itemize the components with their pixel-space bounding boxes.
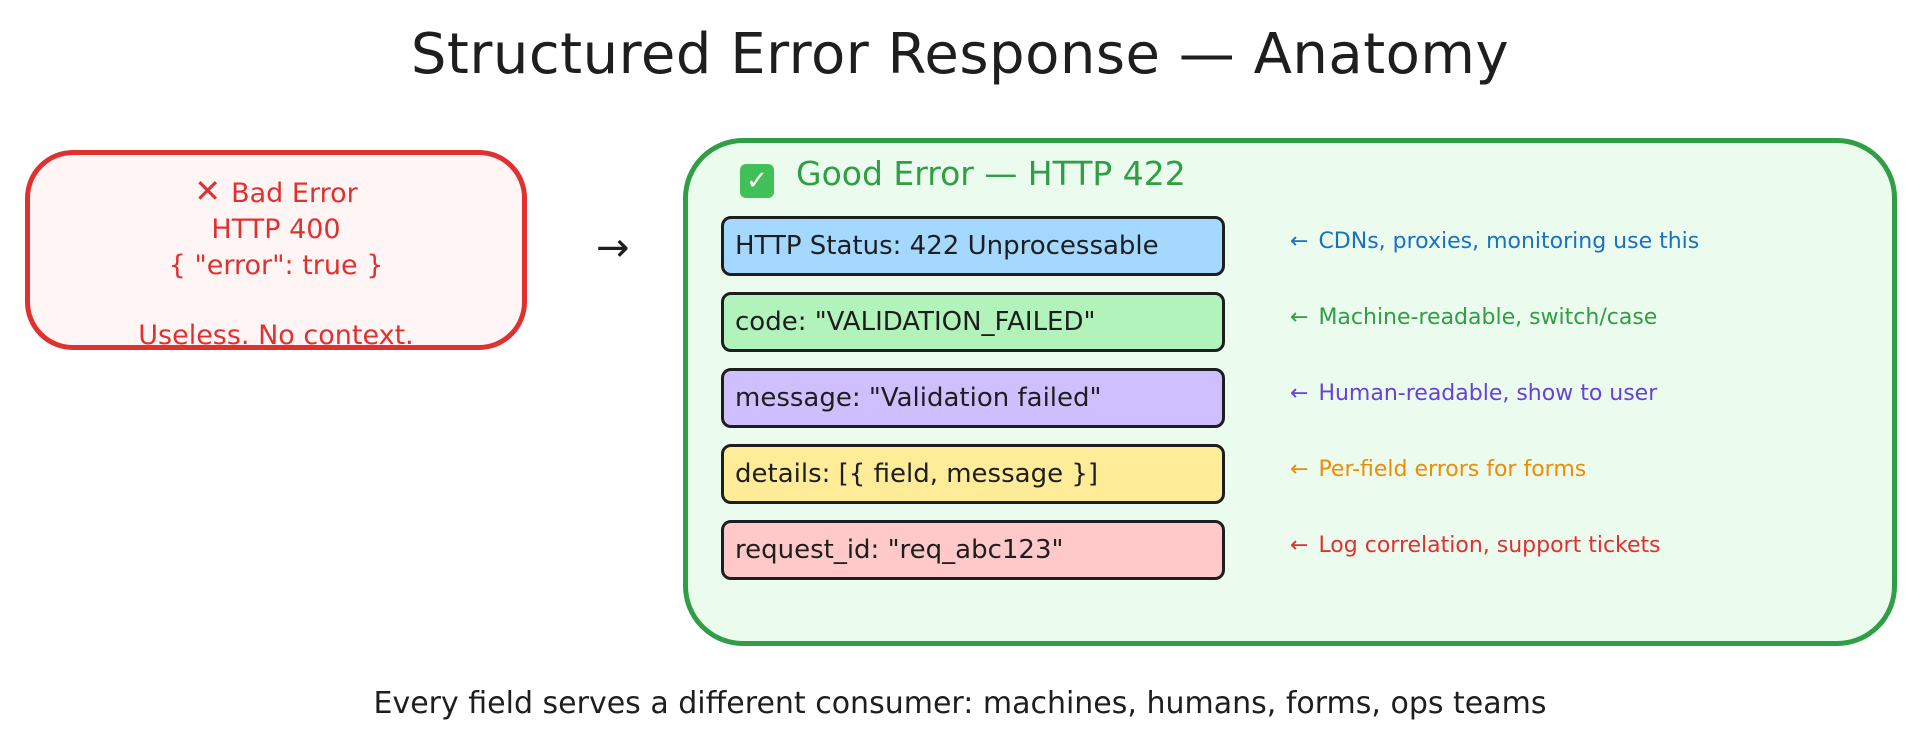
bad-error-heading-text: Bad Error <box>231 178 358 209</box>
field-http-status: HTTP Status: 422 Unprocessable <box>721 216 1225 276</box>
bad-error-verdict: Useless. No context. <box>138 320 414 351</box>
field-request-id: request_id: "req_abc123" <box>721 520 1225 580</box>
left-arrow-icon: ← <box>1290 457 1309 482</box>
note-text: CDNs, proxies, monitoring use this <box>1318 229 1700 254</box>
note-http-status: ← CDNs, proxies, monitoring use this <box>1290 227 1699 257</box>
left-arrow-icon: ← <box>1290 533 1309 558</box>
field-details: details: [{ field, message }] <box>721 444 1225 504</box>
note-text: Machine-readable, switch/case <box>1318 305 1658 330</box>
bad-error-heading: ✕ Bad Error <box>30 173 522 212</box>
x-icon: ✕ <box>194 172 222 210</box>
note-request-id: ← Log correlation, support tickets <box>1290 531 1661 561</box>
field-message: message: "Validation failed" <box>721 368 1225 428</box>
check-icon: ✓ <box>740 164 774 198</box>
note-code: ← Machine-readable, switch/case <box>1290 303 1657 333</box>
good-error-heading-text: Good Error — HTTP 422 <box>796 154 1186 193</box>
diagram-title: Structured Error Response — Anatomy <box>410 22 1510 87</box>
right-arrow-icon: → <box>596 225 630 271</box>
note-message: ← Human-readable, show to user <box>1290 379 1657 409</box>
field-code: code: "VALIDATION_FAILED" <box>721 292 1225 352</box>
left-arrow-icon: ← <box>1290 305 1309 330</box>
bad-error-spacer <box>30 284 522 318</box>
note-details: ← Per-field errors for forms <box>1290 455 1586 485</box>
bad-error-status: HTTP 400 <box>211 214 341 245</box>
note-text: Human-readable, show to user <box>1318 381 1658 406</box>
good-error-heading: ✓ Good Error — HTTP 422 <box>740 154 1186 198</box>
bad-error-body: { "error": true } <box>168 250 384 281</box>
note-text: Per-field errors for forms <box>1318 457 1587 482</box>
left-arrow-icon: ← <box>1290 229 1309 254</box>
left-arrow-icon: ← <box>1290 381 1309 406</box>
bad-error-box: ✕ Bad Error HTTP 400 { "error": true } Us… <box>25 150 527 351</box>
note-text: Log correlation, support tickets <box>1318 533 1661 558</box>
footer-caption: Every field serves a different consumer:… <box>373 686 1547 721</box>
